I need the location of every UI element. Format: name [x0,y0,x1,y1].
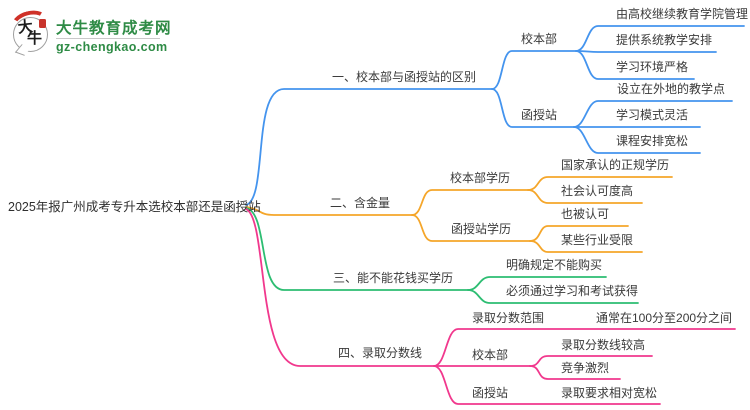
b4-leaf-label[interactable]: 通常在100分至200分之间 [596,311,733,325]
b4-node-score-range-label[interactable]: 录取分数范围 [472,311,545,325]
connector [245,88,493,206]
b2-leaf-label[interactable]: 也被认可 [561,207,610,221]
branch-3-connectors [245,207,639,304]
root-node-label[interactable]: 2025年报广州成考专升本选校本部还是函授站 [8,200,261,214]
connector [245,206,413,216]
connector [245,208,435,367]
connector [433,328,736,367]
red-seal-icon [39,19,46,28]
b4-leaf-label[interactable]: 录取要求相对宽松 [561,386,658,400]
b2-node-campus-degree-label[interactable]: 校本部学历 [450,171,511,185]
b4-node-station-label[interactable]: 函授站 [472,386,509,400]
b3-leaf-label[interactable]: 必须通过学习和考试获得 [506,284,639,298]
branch-2-connectors [245,176,673,253]
connector [529,365,621,380]
connector [245,207,469,291]
b2-leaf-label[interactable]: 国家承认的正规学历 [561,158,670,172]
branch-4-connectors [245,208,736,405]
connector [529,240,643,253]
connector [575,25,745,52]
connector [411,189,529,216]
b1-leaf-label[interactable]: 课程安排宽松 [616,134,689,148]
branch-1-connectors [245,25,745,206]
b1-node-campus-label[interactable]: 校本部 [521,32,558,46]
logo-char-niu: 牛 [27,31,43,47]
branch-1-label[interactable]: 一、校本部与函授站的区别 [332,70,477,84]
connector [411,214,531,242]
b1-leaf-label[interactable]: 提供系统教学安排 [616,33,713,47]
connector [491,50,577,90]
brand-domain: gz-chengkao.com [56,40,168,54]
connector [573,126,701,154]
connector [467,289,639,304]
connector [573,100,733,128]
b2-leaf-label[interactable]: 社会认可度高 [561,184,634,198]
b1-leaf-label[interactable]: 学习环境严格 [616,60,689,74]
brand-title: 大牛教育成考网 [56,20,172,37]
b4-leaf-label[interactable]: 录取分数线较高 [561,338,646,352]
b1-leaf-label[interactable]: 设立在外地的教学点 [617,82,726,96]
b1-node-station-label[interactable]: 函授站 [521,108,558,122]
brand-divider [56,38,160,39]
branch-2-label[interactable]: 二、含金量 [330,196,391,210]
connector [527,189,643,204]
logo-bubble-icon: 大 牛 [8,6,52,56]
connector [433,365,661,405]
b2-leaf-label[interactable]: 某些行业受限 [561,233,634,247]
branch-4-label[interactable]: 四、录取分数线 [338,346,423,360]
b3-leaf-label[interactable]: 明确规定不能购买 [506,258,603,272]
b2-node-station-degree-label[interactable]: 函授站学历 [451,222,512,236]
b1-leaf-label[interactable]: 由高校继续教育学院管理 [616,7,749,21]
brand-text-block: 大牛教育成考网 gz-chengkao.com [56,14,172,54]
site-logo[interactable]: 大 牛 大牛教育成考网 gz-chengkao.com [8,6,172,56]
connector [491,88,575,128]
b4-leaf-label[interactable]: 竞争激烈 [561,361,610,375]
b4-node-campus-label[interactable]: 校本部 [472,348,509,362]
connector [575,50,717,53]
connector [575,50,695,80]
b1-leaf-label[interactable]: 学习模式灵活 [616,108,689,122]
branch-3-label[interactable]: 三、能不能花钱买学历 [333,271,454,285]
